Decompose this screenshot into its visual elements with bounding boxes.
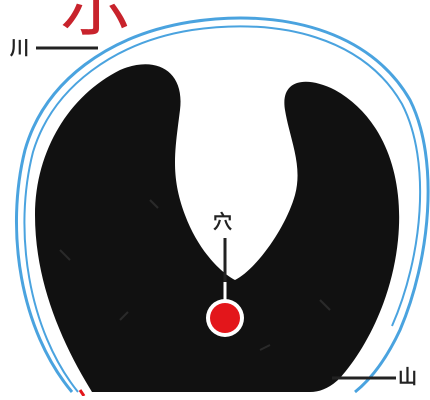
top-character: 示 xyxy=(60,0,132,40)
red-stroke-mark xyxy=(80,390,84,396)
cave-label: 穴 xyxy=(213,213,232,232)
cave-point xyxy=(210,303,240,333)
mountain-label: 山 xyxy=(398,368,417,387)
river-label: 川 xyxy=(10,39,29,58)
